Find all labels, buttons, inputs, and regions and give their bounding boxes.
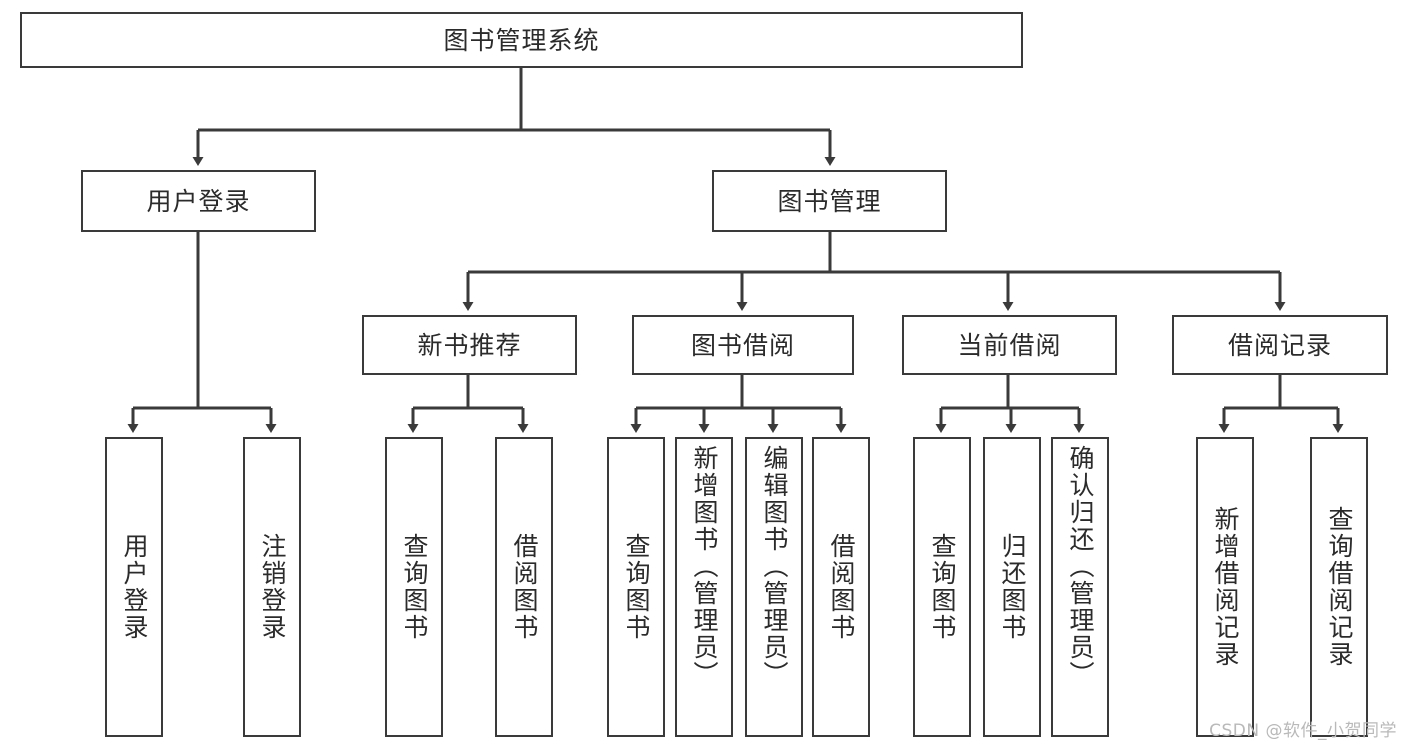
node-new-book-recommend[interactable]: 新书推荐	[362, 315, 577, 375]
leaf-current-borrow-query-book[interactable]: 查询图书	[913, 437, 971, 737]
node-label: 确认归还（管理员）	[1066, 445, 1095, 688]
node-label: 用户登录	[120, 533, 149, 641]
leaf-book-borrow-add-book-admin[interactable]: 新增图书（管理员）	[675, 437, 733, 737]
node-label: 查询图书	[928, 533, 957, 641]
node-label: 查询借阅记录	[1325, 506, 1354, 668]
leaf-book-borrow-edit-book-admin[interactable]: 编辑图书（管理员）	[745, 437, 803, 737]
node-label: 借阅图书	[510, 533, 539, 641]
leaf-book-borrow-query-book[interactable]: 查询图书	[607, 437, 665, 737]
node-user-login[interactable]: 用户登录	[81, 170, 316, 232]
csdn-watermark: CSDN @软件_小贺同学	[1209, 721, 1397, 741]
leaf-user-login-login[interactable]: 用户登录	[105, 437, 163, 737]
leaf-current-borrow-return-book[interactable]: 归还图书	[983, 437, 1041, 737]
node-label: 新增图书（管理员）	[690, 445, 719, 688]
node-label: 编辑图书（管理员）	[760, 445, 789, 688]
node-borrow-record[interactable]: 借阅记录	[1172, 315, 1388, 375]
node-label: 借阅记录	[1227, 330, 1332, 360]
node-label: 新书推荐	[417, 330, 522, 360]
leaf-borrow-record-add-record[interactable]: 新增借阅记录	[1196, 437, 1254, 737]
leaf-new-book-query-book[interactable]: 查询图书	[385, 437, 443, 737]
leaf-book-borrow-borrow-book[interactable]: 借阅图书	[812, 437, 870, 737]
node-label: 用户登录	[146, 186, 251, 216]
node-book-management[interactable]: 图书管理	[712, 170, 947, 232]
node-label: 新增借阅记录	[1211, 506, 1240, 668]
node-label: 归还图书	[998, 533, 1027, 641]
node-label: 注销登录	[258, 533, 287, 641]
node-label: 当前借阅	[957, 330, 1062, 360]
node-label: 查询图书	[622, 533, 651, 641]
node-label: 借阅图书	[827, 533, 856, 641]
node-book-borrow[interactable]: 图书借阅	[632, 315, 854, 375]
leaf-user-login-logout[interactable]: 注销登录	[243, 437, 301, 737]
leaf-current-borrow-confirm-return-admin[interactable]: 确认归还（管理员）	[1051, 437, 1109, 737]
leaf-borrow-record-query-record[interactable]: 查询借阅记录	[1310, 437, 1368, 737]
node-label: 图书管理系统	[443, 25, 600, 55]
node-label: 查询图书	[400, 533, 429, 641]
node-label: 图书借阅	[690, 330, 795, 360]
node-root-book-management-system[interactable]: 图书管理系统	[20, 12, 1023, 68]
leaf-new-book-borrow-book[interactable]: 借阅图书	[495, 437, 553, 737]
node-current-borrow[interactable]: 当前借阅	[902, 315, 1117, 375]
node-label: 图书管理	[777, 186, 882, 216]
